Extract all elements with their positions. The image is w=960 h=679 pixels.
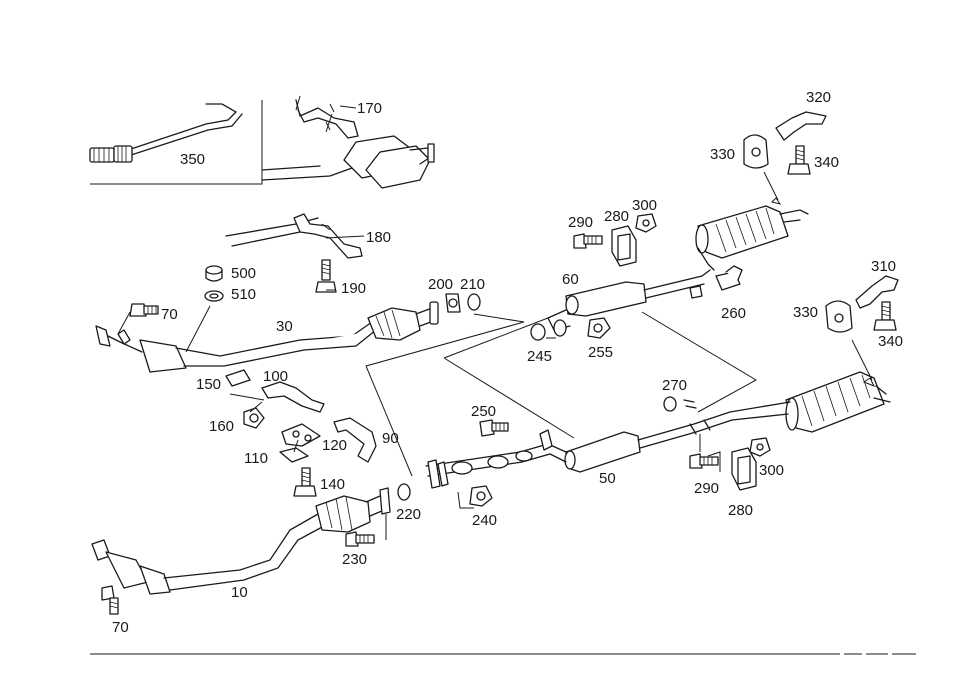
ring-220 — [397, 483, 411, 501]
center-pipe-50 — [425, 401, 791, 489]
bolt-340a — [787, 145, 811, 175]
bolt-340b — [873, 301, 897, 331]
callout-510: 510 — [231, 286, 256, 303]
callout-300-upper: 300 — [632, 197, 657, 214]
callout-220: 220 — [396, 506, 421, 523]
bolt-190 — [315, 259, 337, 293]
lambda-bracket-30 — [117, 329, 131, 345]
bolt-250 — [479, 419, 509, 437]
bracket-310 — [855, 275, 899, 309]
callout-340-lower: 340 — [878, 333, 903, 350]
nut-300a — [635, 213, 657, 233]
bolt-70b — [101, 585, 119, 615]
callout-150: 150 — [196, 376, 221, 393]
callout-70-lower: 70 — [112, 619, 129, 636]
callout-330-upper: 330 — [710, 146, 735, 163]
callout-290-upper: 290 — [568, 214, 593, 231]
callout-70-upper: 70 — [161, 306, 178, 323]
leader-lines — [117, 95, 876, 540]
nut-255 — [587, 317, 611, 339]
upper-rear-muffler — [695, 205, 809, 271]
gasket-200 — [445, 293, 461, 313]
callout-10: 10 — [231, 584, 248, 601]
bolt-290b — [689, 453, 719, 469]
callout-280-upper: 280 — [604, 208, 629, 225]
callout-250: 250 — [471, 403, 496, 420]
callout-60: 60 — [562, 271, 579, 288]
nut-160 — [243, 407, 265, 429]
callout-200: 200 — [428, 276, 453, 293]
callout-120: 120 — [322, 437, 347, 454]
ring-510 — [204, 290, 224, 302]
bolt-290a — [573, 233, 603, 249]
bracket-110 — [279, 423, 321, 463]
callout-500: 500 — [231, 265, 256, 282]
callout-280-lower: 280 — [728, 502, 753, 519]
callout-245: 245 — [527, 348, 552, 365]
nut-270 — [663, 396, 697, 412]
callout-210: 210 — [460, 276, 485, 293]
callout-110: 110 — [244, 450, 268, 467]
bracket-90 — [333, 417, 377, 463]
nut-300b — [749, 437, 771, 457]
upper-catalytic-converter — [261, 99, 435, 189]
clamp-280b — [731, 447, 757, 491]
front-pipe-10 — [91, 487, 391, 595]
callout-30: 30 — [276, 318, 293, 335]
callout-180: 180 — [366, 229, 391, 246]
nut-240 — [469, 485, 493, 507]
callout-50: 50 — [599, 470, 616, 487]
bracket-320 — [775, 111, 827, 141]
callout-170: 170 — [357, 100, 382, 117]
callout-310: 310 — [871, 258, 896, 275]
bolt-70a — [129, 303, 159, 317]
callout-340-upper: 340 — [814, 154, 839, 171]
bracket-180 — [293, 213, 363, 259]
hanger-330b — [825, 300, 853, 333]
callout-190: 190 — [341, 280, 366, 297]
callout-290-lower: 290 — [694, 480, 719, 497]
callout-330-lower: 330 — [793, 304, 818, 321]
hanger-330a — [743, 134, 769, 169]
callout-240: 240 — [472, 512, 497, 529]
callout-270: 270 — [662, 377, 687, 394]
callout-255: 255 — [588, 344, 613, 361]
callout-260: 260 — [721, 305, 746, 322]
bolt-140 — [293, 467, 317, 497]
callout-labels: 350 170 180 190 500 510 70 30 200 210 60… — [112, 89, 903, 636]
callout-90: 90 — [382, 430, 399, 447]
clamp-280a — [611, 225, 637, 267]
ring-210 — [467, 293, 481, 311]
callout-320: 320 — [806, 89, 831, 106]
center-muffler-60 — [547, 269, 711, 331]
bolt-230 — [345, 531, 375, 547]
callout-140: 140 — [320, 476, 345, 493]
clip-150 — [225, 369, 251, 387]
callout-350: 350 — [180, 151, 205, 168]
hanger-260 — [715, 265, 743, 291]
ring-255a — [553, 319, 567, 337]
inset-frame — [90, 100, 263, 185]
grommet-500 — [205, 265, 223, 282]
nut-245 — [530, 323, 546, 341]
callout-300-lower: 300 — [759, 462, 784, 479]
oxygen-sensor-cable — [89, 103, 243, 163]
bracket-100 — [261, 381, 325, 413]
callout-160: 160 — [209, 418, 234, 435]
callout-100: 100 — [263, 368, 288, 385]
callout-230: 230 — [342, 551, 367, 568]
lower-rear-muffler — [785, 371, 891, 433]
front-pipe-30 — [95, 301, 439, 373]
